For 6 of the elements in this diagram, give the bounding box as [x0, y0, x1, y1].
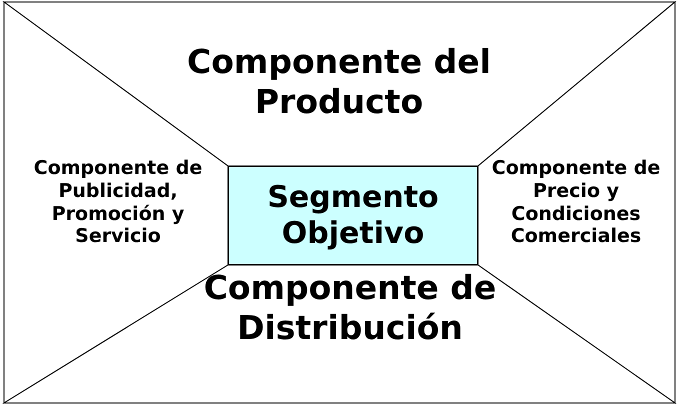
region-label: Componente de Publicidad, Promoción y Servicio — [32, 157, 204, 248]
center-label: Segmento Objetivo — [266, 180, 440, 252]
region-label: Componente de Distribución — [202, 268, 498, 348]
region-label: Componente del Producto — [186, 42, 492, 122]
region-label: Componente de Precio y Condiciones Comerciales — [490, 157, 662, 248]
center-box — [228, 166, 478, 265]
